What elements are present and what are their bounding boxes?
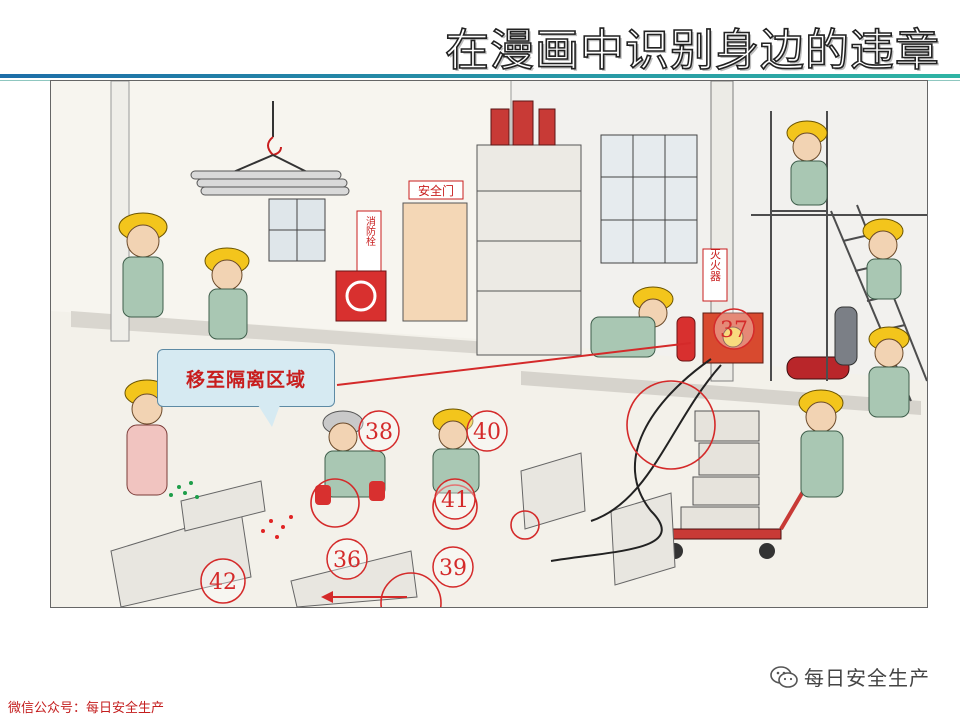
extinguisher-sign: 灭火器 — [702, 248, 728, 302]
svg-text:灭火器: 灭火器 — [709, 249, 722, 283]
glove-circle — [310, 478, 360, 528]
callout-pointer-line — [336, 342, 692, 386]
safety-door: 安全门 — [402, 180, 468, 322]
slide-title: 在漫画中识别身边的违章 — [444, 24, 940, 77]
gas-cylinder-standing — [834, 306, 858, 366]
curb — [71, 311, 501, 355]
safety-door-sign: 安全门 — [418, 183, 454, 198]
violation-marker-38: 38 — [358, 410, 400, 452]
callout-tail — [258, 405, 280, 427]
violation-marker-37: 37 — [713, 308, 755, 350]
title-divider — [0, 74, 960, 78]
window-right — [600, 134, 698, 264]
callout-bubble: 移至隔离区域 — [157, 349, 335, 407]
parts-shelf — [476, 144, 582, 356]
welding-cable — [550, 358, 712, 562]
cable-end-circle — [510, 510, 540, 540]
violation-markers: 37 38 40 41 36 39 42 — [200, 308, 755, 604]
violation-marker-label: 36 — [333, 548, 361, 573]
fire-hydrant-cabinet — [335, 210, 387, 322]
welder-crouching-red-gloves — [315, 410, 386, 505]
block-stack — [680, 410, 760, 530]
hydrant-sign: 消防栓 — [364, 215, 376, 247]
brand-name: 每日安全生产 — [804, 666, 930, 690]
worker-pushing-trolley — [798, 389, 844, 498]
violation-marker-40: 40 — [466, 410, 508, 452]
suspended-pipes — [190, 170, 350, 196]
grinder-worker — [432, 408, 480, 494]
violation-marker-label: 41 — [441, 488, 469, 513]
worker-running — [868, 326, 910, 418]
violation-marker-label: 42 — [209, 570, 237, 595]
welding-sparks-red — [261, 515, 293, 539]
brand-watermark: 每日安全生产 — [770, 662, 930, 691]
violation-marker-42: 42 — [200, 558, 246, 604]
fire-extinguisher — [676, 316, 696, 362]
gas-cylinders-top — [490, 100, 556, 146]
violation-marker-label: 37 — [720, 318, 748, 343]
safety-cartoon: 安全门 消防栓 灭火器 — [50, 80, 928, 608]
callout-text: 移至隔离区域 — [185, 368, 306, 391]
worker-walking — [118, 212, 168, 318]
welding-cable-2 — [590, 364, 722, 522]
violation-marker-label: 40 — [473, 420, 501, 445]
violation-marker-36: 36 — [326, 538, 368, 580]
violation-marker-label: 39 — [439, 556, 467, 581]
worker-carrying-block — [590, 286, 674, 358]
violation-marker-41: 41 — [434, 478, 476, 520]
violation-marker-39: 39 — [432, 546, 474, 588]
arrow-circle — [380, 572, 442, 607]
cable-coil-circle — [626, 380, 716, 470]
pillar — [710, 81, 734, 382]
violation-marker-label: 38 — [365, 420, 393, 445]
wechat-icon — [770, 665, 798, 688]
move-arrow-head — [321, 591, 333, 603]
worker-ladder — [862, 218, 904, 300]
worker-scaffold — [786, 120, 828, 206]
wechat-account-label: 微信公众号：每日安全生产 — [8, 701, 165, 716]
worker-pointing — [204, 247, 250, 340]
scaffold — [751, 111, 927, 381]
annotation-circles — [310, 380, 716, 607]
grinder-circle — [432, 484, 478, 530]
gas-cylinder-lying — [786, 356, 850, 380]
steel-plates — [110, 452, 676, 607]
window-left — [268, 198, 326, 262]
welding-sparks — [169, 481, 199, 499]
